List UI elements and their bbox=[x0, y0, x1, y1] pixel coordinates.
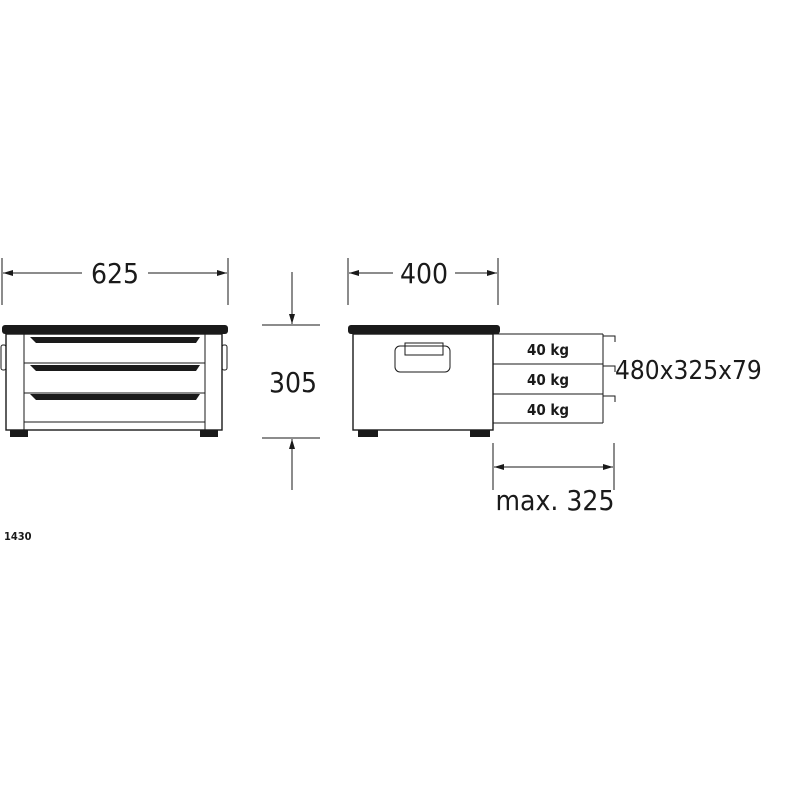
drawer-load-1: 40 kg bbox=[527, 341, 569, 359]
article-number: 1430 bbox=[4, 530, 32, 543]
right-handle-icon bbox=[221, 344, 228, 371]
width-label: 625 bbox=[91, 257, 139, 290]
front-body bbox=[5, 333, 223, 431]
drawer-load-2: 40 kg bbox=[527, 371, 569, 389]
left-handle-icon bbox=[0, 344, 7, 371]
side-foot-right bbox=[470, 430, 490, 437]
front-view bbox=[0, 325, 228, 437]
height-label: 305 bbox=[269, 366, 317, 399]
front-foot-left bbox=[10, 430, 28, 437]
front-drawers bbox=[24, 337, 205, 423]
extended-drawers: 40 kg 40 kg 40 kg bbox=[493, 333, 616, 424]
front-lid bbox=[2, 325, 228, 334]
side-lid bbox=[348, 325, 500, 334]
front-foot-right bbox=[200, 430, 218, 437]
width-dimension: 625 bbox=[1, 257, 229, 305]
drawer-load-3: 40 kg bbox=[527, 401, 569, 419]
height-dimension: 305 bbox=[262, 272, 320, 490]
side-view bbox=[348, 325, 500, 437]
drawer-size-label: 480x325x79 bbox=[615, 356, 762, 386]
extension-dimension: max. 325 bbox=[492, 443, 615, 517]
extension-label: max. 325 bbox=[496, 484, 615, 517]
side-body bbox=[352, 333, 494, 431]
depth-label: 400 bbox=[400, 257, 448, 290]
side-handle-icon bbox=[394, 345, 451, 373]
side-foot-left bbox=[358, 430, 378, 437]
depth-dimension: 400 bbox=[347, 257, 499, 305]
